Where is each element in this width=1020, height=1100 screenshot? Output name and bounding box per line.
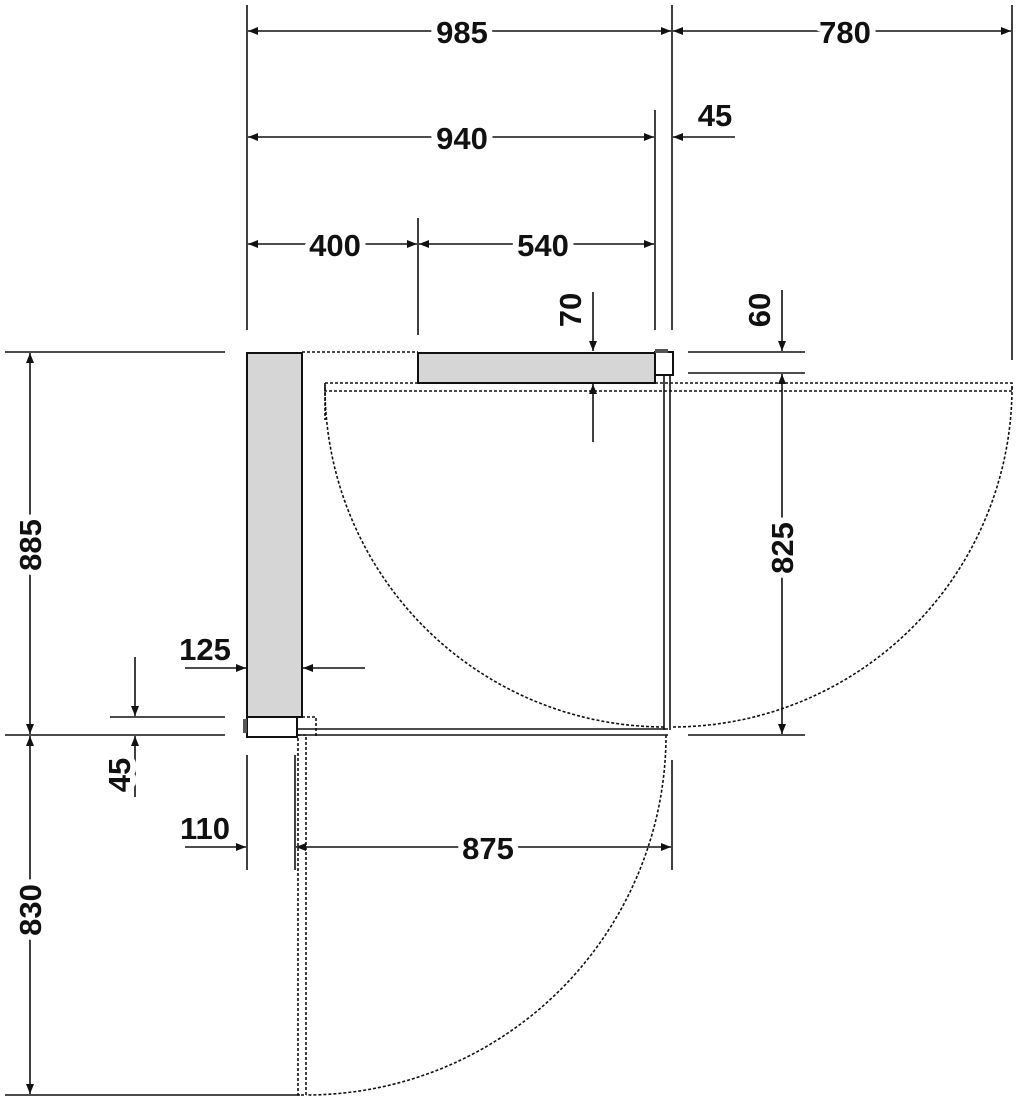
door-swing-bottom: [297, 716, 667, 1096]
dim-400: 400: [309, 228, 361, 263]
dim-110: 110: [180, 811, 230, 846]
corner-profile: [654, 351, 674, 376]
dim-70: 70: [553, 293, 588, 327]
dim-125: 125: [179, 632, 231, 667]
glass-right: [663, 375, 671, 730]
dim-940: 940: [436, 121, 488, 156]
dim-830: 830: [13, 884, 48, 936]
left-profile-cap: [243, 719, 247, 733]
dim-875: 875: [462, 831, 514, 866]
dim-45-left: 45: [102, 758, 137, 792]
dim-780: 780: [819, 15, 871, 50]
dimension-lines: [26, 27, 1011, 1094]
dim-60: 60: [742, 293, 777, 327]
left-panel: [246, 352, 303, 718]
top-panel: [417, 352, 656, 384]
dim-885: 885: [13, 519, 48, 571]
dim-45-top: 45: [698, 98, 732, 133]
glass-bottom: [297, 728, 668, 736]
dim-985: 985: [436, 15, 488, 50]
extension-lines: [5, 5, 1013, 1096]
corner-profile-cap: [655, 349, 668, 353]
door-swing-right: [324, 382, 1013, 728]
dim-540: 540: [517, 228, 569, 263]
left-profile: [246, 716, 298, 738]
dim-825: 825: [765, 522, 800, 574]
